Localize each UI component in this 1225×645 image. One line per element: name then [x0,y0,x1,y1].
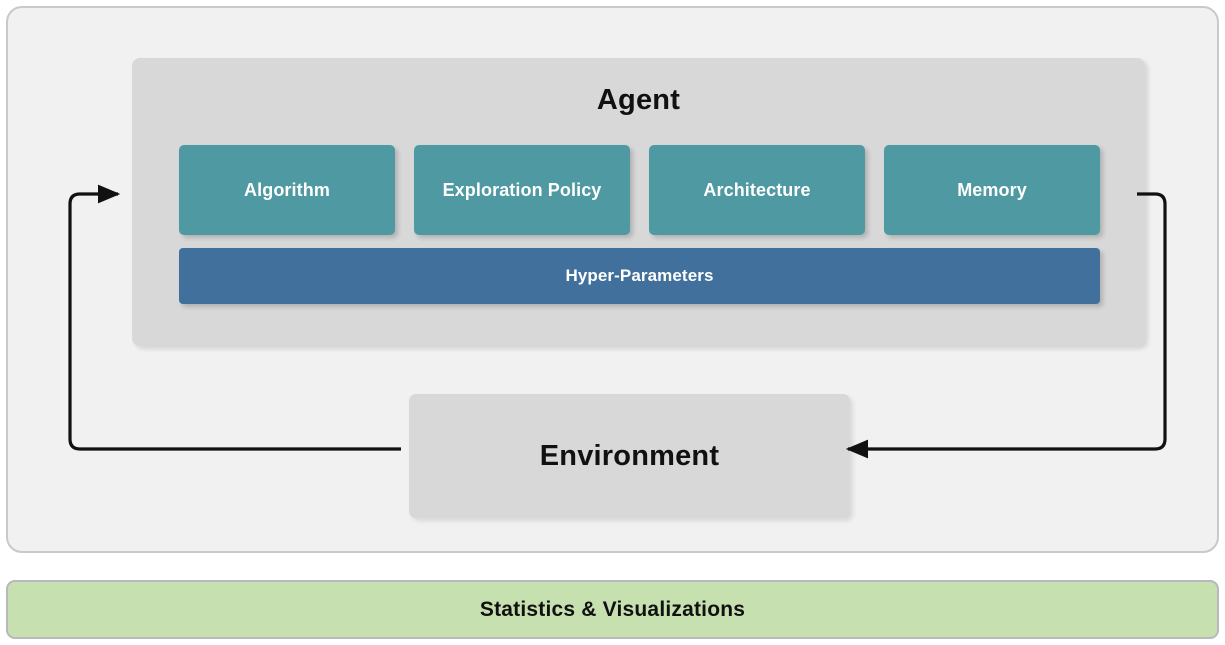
statistics-visualizations-bar[interactable]: Statistics & Visualizations [6,580,1219,639]
reinforcement-learning-framework-panel: Agent Algorithm Exploration Policy Archi… [6,6,1219,553]
hyper-parameters-bar[interactable]: Hyper-Parameters [179,248,1100,304]
hyper-parameters-label: Hyper-Parameters [565,266,714,285]
agent-component-algorithm-label: Algorithm [244,179,330,200]
environment-box[interactable]: Environment [409,394,850,518]
environment-label: Environment [539,439,720,472]
agent-component-algorithm[interactable]: Algorithm [179,145,395,235]
agent-component-exploration-policy-label: Exploration Policy [442,179,602,200]
agent-component-exploration-policy[interactable]: Exploration Policy [414,145,630,235]
agent-component-row: Algorithm Exploration Policy Architectur… [179,145,1100,235]
agent-component-architecture-label: Architecture [703,179,811,200]
agent-component-memory-label: Memory [957,179,1027,200]
agent-title: Agent [596,84,681,116]
agent-component-memory[interactable]: Memory [884,145,1100,235]
agent-panel: Agent Algorithm Exploration Policy Archi… [132,58,1145,346]
agent-component-architecture[interactable]: Architecture [649,145,865,235]
statistics-visualizations-label: Statistics & Visualizations [479,597,746,621]
